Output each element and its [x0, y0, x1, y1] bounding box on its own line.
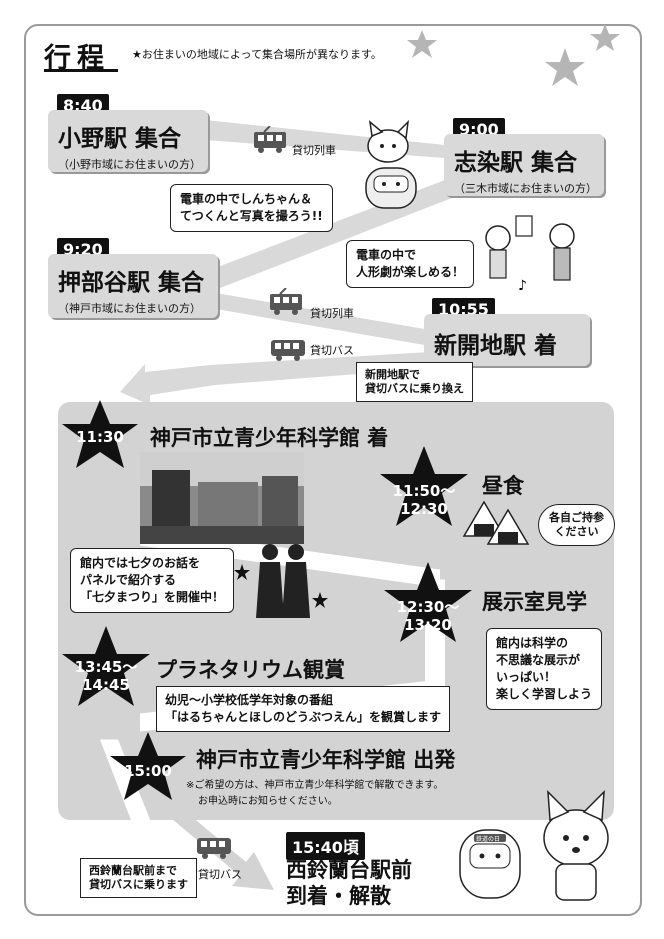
puppet-bubble-line: 人形劇が楽しめる！	[356, 265, 465, 279]
bus-icon	[197, 838, 231, 859]
mascot-train-icon	[365, 120, 417, 209]
transfer-note-line: 貸切バスに乗り換え	[365, 382, 464, 395]
exhibit-time: 12:30～ 13:20	[382, 598, 474, 634]
tanabata-line: 「七夕まつり」を開催中！	[80, 590, 225, 604]
lunch-note-line: ください	[554, 525, 599, 538]
oshibedani-station-sub: （神戸市域にお住まいの方）	[58, 302, 201, 315]
science-line: いっぱい！	[496, 670, 557, 684]
planetarium-time: 13:45～ 14:45	[60, 658, 152, 694]
shinkaichi-station-box: 新開地駅 着	[424, 314, 590, 366]
final-title-2: 到着・解散	[286, 884, 391, 908]
transfer-note: 新開地駅で 貸切バスに乗り換え	[356, 362, 473, 402]
ono-station-box: 小野駅 集合 （小野市域にお住まいの方）	[48, 110, 208, 172]
train-icon	[270, 288, 302, 315]
science-line: 不思議な展示が	[496, 653, 581, 667]
charter-train-label: 貸切列車	[310, 307, 354, 320]
photo-bubble-line: 電車の中でしんちゃん＆	[180, 192, 313, 206]
mascots-icon	[459, 790, 609, 901]
star-badge-icon	[110, 732, 186, 800]
notice-text: ★お住まいの地域によって集合場所が異なります。	[132, 48, 382, 61]
tanabata-bubble: 館内では七夕のお話を パネルで紹介する 「七夕まつり」を開催中！	[70, 548, 235, 613]
svg-text:♪: ♪	[518, 278, 527, 294]
star-icon	[545, 48, 585, 86]
page-title: 行程	[44, 43, 110, 74]
planetarium-time-start: 13:45～	[74, 658, 138, 676]
star-badge-icon	[380, 446, 468, 526]
museum-photo	[140, 452, 304, 544]
lunch-time: 11:50～ 12:30	[378, 482, 470, 518]
lunch-note-bubble: 各自ご持参 ください	[538, 504, 615, 546]
lunch-time-end: 12:30	[400, 500, 448, 518]
ono-station-name: 小野駅 集合	[58, 126, 182, 152]
photo-bubble-line: てつくんと写真を撮ろう!!	[180, 209, 323, 223]
shinkaichi-station-name: 新開地駅 着	[434, 333, 558, 359]
star-icon	[590, 24, 620, 51]
charter-train-label: 貸切列車	[292, 144, 336, 157]
depart-time: 15:00	[124, 762, 172, 780]
arrive-time: 11:30	[76, 428, 124, 446]
charter-bus-label: 貸切バス	[310, 344, 354, 357]
depart-title: 神戸市立青少年科学館 出発	[196, 748, 456, 772]
tanabata-line: 館内では七夕のお話を	[80, 556, 201, 570]
exhibit-time-start: 12:30～	[396, 598, 460, 616]
puppet-bubble: 電車の中で 人形劇が楽しめる！	[346, 240, 475, 288]
star-decoration-icon	[407, 24, 620, 86]
lunch-title: 昼食	[482, 474, 524, 498]
final-title-1: 西鈴蘭台駅前	[286, 858, 412, 882]
program-line: 幼児～小学校低学年対象の番組	[165, 693, 334, 707]
title-underline	[44, 69, 118, 72]
onigiri-icon	[462, 500, 530, 545]
charter-bus-label: 貸切バス	[198, 868, 242, 881]
shijimi-station-sub: （三木市域にお住まいの方）	[454, 182, 597, 195]
mascot-badge-text: 鉄道の日	[476, 836, 501, 843]
star-badge-icon	[384, 562, 472, 642]
star-badge-icon	[62, 626, 150, 706]
photo-bubble: 電車の中でしんちゃん＆ てつくんと写真を撮ろう!!	[170, 184, 333, 232]
transfer-note-line: 新開地駅で	[365, 368, 420, 381]
shijimi-station-name: 志染駅 集合	[454, 150, 578, 176]
nishi-bus-note: 西鈴蘭台駅前まで 貸切バスに乗ります	[80, 858, 197, 898]
nishi-bus-line: 貸切バスに乗ります	[89, 878, 188, 891]
ono-station-sub: （小野市域にお住まいの方）	[58, 158, 201, 171]
exhibit-time-end: 13:20	[404, 616, 452, 634]
science-line: 楽しく学習しよう	[496, 687, 593, 701]
puppet-bubble-line: 電車の中で	[356, 248, 417, 262]
shijimi-station-box: 志染駅 集合 （三木市域にお住まいの方）	[444, 134, 604, 196]
oshibedani-station-name: 押部谷駅 集合	[58, 270, 205, 296]
science-line: 館内は科学の	[496, 636, 569, 650]
bus-icon	[271, 340, 305, 361]
star-badge-icon	[62, 400, 138, 468]
program-line: 「はるちゃんとほしのどうぶつえん」を観賞します	[165, 710, 442, 724]
train-icon	[254, 126, 286, 153]
lunch-time-start: 11:50～	[392, 482, 456, 500]
planetarium-program-note: 幼児～小学校低学年対象の番組 「はるちゃんとほしのどうぶつえん」を観賞します	[156, 686, 451, 732]
oshibedani-station-box: 押部谷駅 集合 （神戸市域にお住まいの方）	[48, 254, 218, 318]
arrive-title: 神戸市立青少年科学館 着	[150, 426, 389, 450]
puppet-show-icon: ♪	[485, 215, 575, 294]
planetarium-time-end: 14:45	[82, 676, 130, 694]
nishi-bus-line: 西鈴蘭台駅前まで	[89, 864, 177, 877]
tanabata-line: パネルで紹介する	[80, 573, 177, 587]
exhibit-title: 展示室見学	[482, 590, 587, 614]
planetarium-title: プラネタリウム観賞	[156, 658, 345, 682]
tanabata-couple-icon	[234, 544, 328, 618]
science-bubble: 館内は科学の 不思議な展示が いっぱい！ 楽しく学習しよう	[486, 628, 603, 710]
depart-note-2: お申込時にお知らせください。	[198, 796, 338, 807]
depart-note-1: ※ご希望の方は、神戸市立青少年科学館で解散できます。	[186, 780, 444, 791]
final-time-tag: 15:40頃	[286, 832, 365, 860]
star-icon	[407, 30, 437, 58]
lunch-note-line: 各自ご持参	[549, 511, 604, 524]
